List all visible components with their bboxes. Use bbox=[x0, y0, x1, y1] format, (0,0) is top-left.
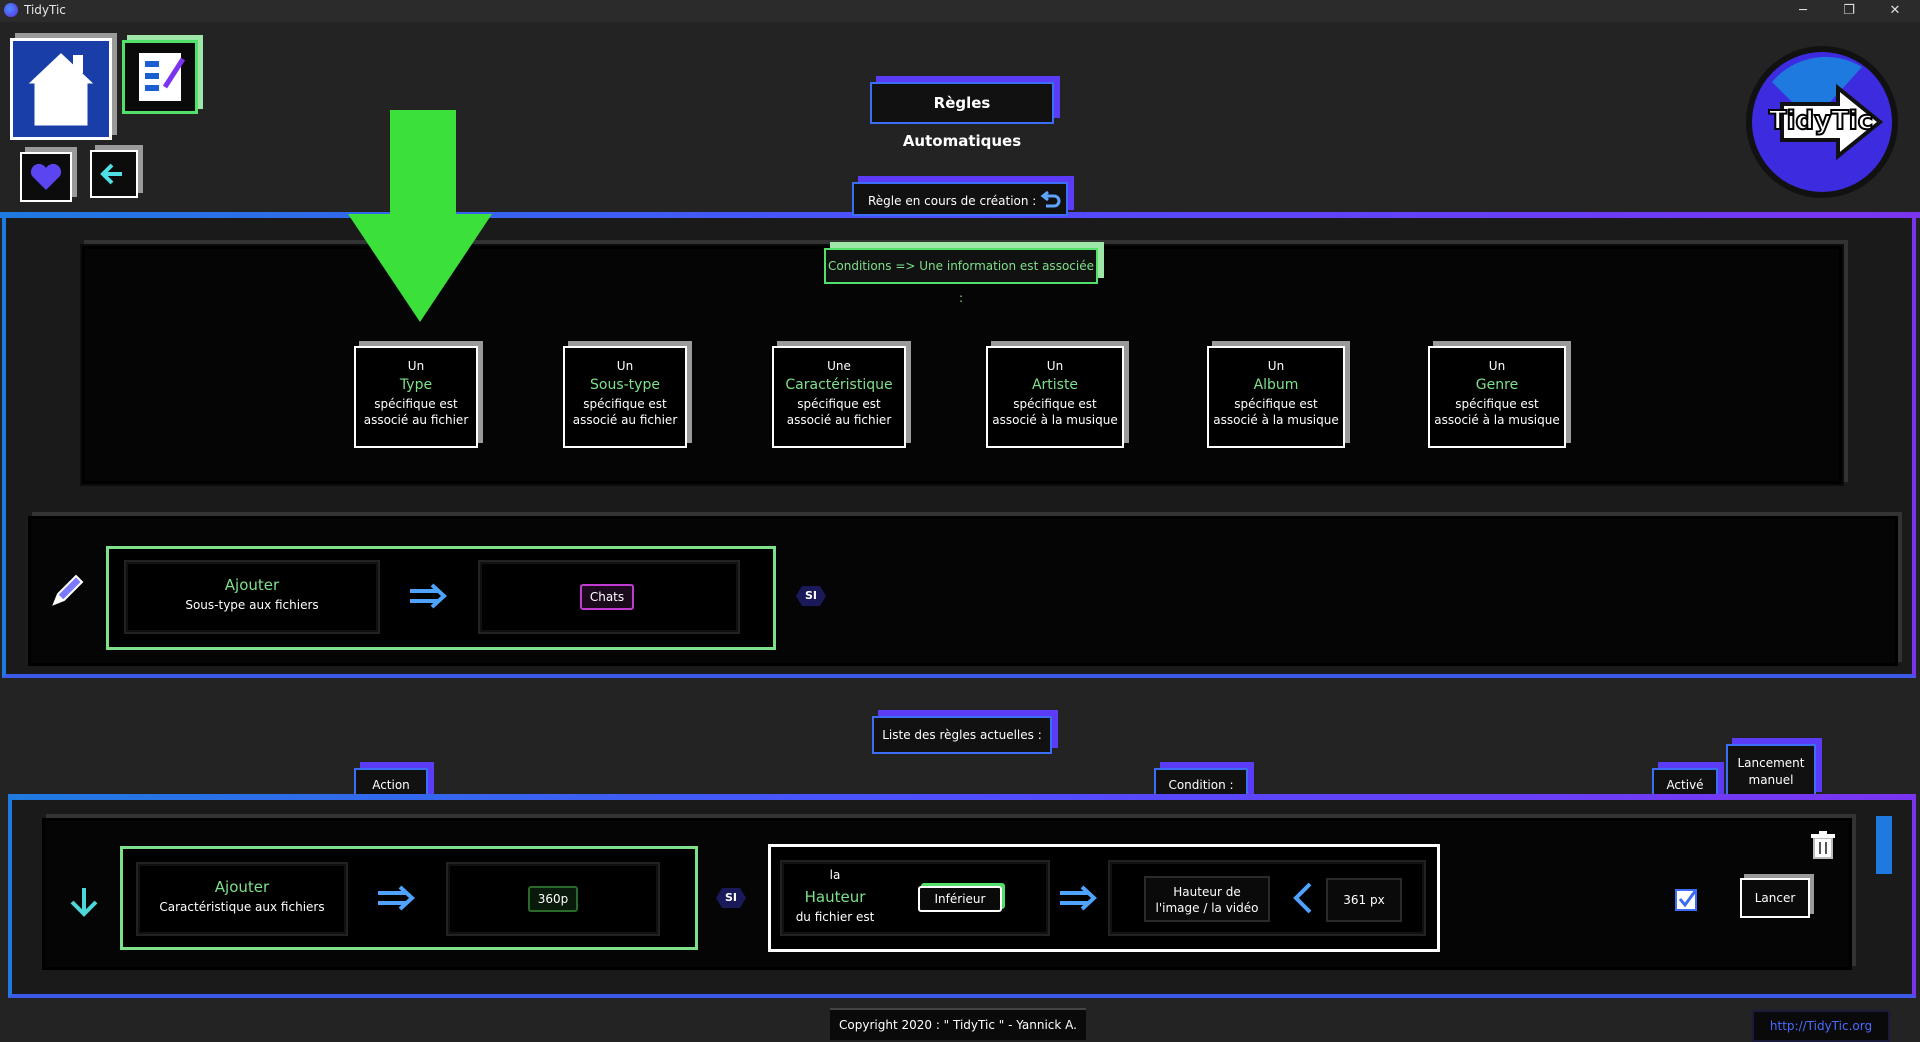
scrollbar-thumb[interactable] bbox=[1876, 816, 1892, 874]
trash-icon[interactable] bbox=[1808, 830, 1838, 862]
cond-line1: la bbox=[829, 868, 841, 882]
cond-line3: du fichier est bbox=[795, 910, 875, 924]
rules-panel-border bbox=[8, 794, 1916, 800]
field-line1: Hauteur de bbox=[1173, 885, 1241, 899]
operator-select[interactable]: Inférieur bbox=[918, 886, 1002, 912]
launch-button[interactable]: Lancer bbox=[1740, 878, 1810, 918]
condition-tile-genre[interactable]: Un Genre spécifique est associé à la mus… bbox=[1428, 346, 1566, 448]
window-title: TidyTic bbox=[24, 3, 66, 17]
edit-document-icon bbox=[139, 53, 186, 101]
conditions-title: Conditions => Une information est associ… bbox=[824, 248, 1098, 305]
tile-prefix: Un bbox=[1046, 359, 1064, 373]
tile-line1: spécifique est bbox=[1234, 397, 1318, 411]
logo-text: TidyTic bbox=[1768, 105, 1874, 137]
rule-action-value-box: 360p bbox=[446, 862, 660, 936]
tile-line1: spécifique est bbox=[797, 397, 881, 411]
rules-editor-button[interactable] bbox=[122, 40, 198, 114]
arrow-right-icon bbox=[1060, 885, 1097, 911]
arrow-right-icon bbox=[410, 583, 447, 609]
cond-word: Hauteur bbox=[804, 888, 866, 906]
header-manual-line2: manuel bbox=[1748, 773, 1794, 787]
tile-prefix: Un bbox=[616, 359, 634, 373]
action-verb: Ajouter bbox=[224, 576, 280, 594]
heart-icon bbox=[30, 163, 62, 190]
tile-line2: associé à la musique bbox=[1213, 413, 1339, 427]
restore-button[interactable]: ❐ bbox=[1843, 3, 1855, 18]
tidytic-logo: TidyTic bbox=[1742, 42, 1900, 202]
tile-prefix: Un bbox=[1267, 359, 1285, 373]
favorites-button[interactable] bbox=[20, 152, 72, 202]
page-title: Règles Automatiques bbox=[870, 82, 1054, 150]
less-than-icon bbox=[1293, 882, 1312, 914]
condition-tile-type[interactable]: Un Type spécifique est associé au fichie… bbox=[354, 346, 478, 448]
rule-value-chip: 360p bbox=[528, 886, 578, 912]
copyright-text: Copyright 2020 : " TidyTic " - Yannick A… bbox=[830, 1008, 1086, 1040]
green-down-arrow-icon bbox=[348, 110, 492, 322]
field-line2: l'image / la vidéo bbox=[1155, 901, 1259, 915]
tile-word: Sous-type bbox=[590, 377, 660, 393]
tile-line2: associé au fichier bbox=[363, 413, 469, 427]
arrow-down-icon[interactable] bbox=[66, 884, 102, 920]
tile-word: Type bbox=[399, 377, 433, 393]
si-badge: SI bbox=[796, 586, 826, 606]
tile-line2: associé à la musique bbox=[992, 413, 1118, 427]
logo-icon bbox=[1746, 46, 1898, 198]
undo-icon[interactable] bbox=[1038, 190, 1062, 212]
creation-title: Règle en cours de création : bbox=[852, 182, 1068, 216]
tile-line1: spécifique est bbox=[374, 397, 458, 411]
rule-condition-subject: la Hauteur du fichier est Inférieur bbox=[780, 860, 1050, 936]
comparison-value: 361 px bbox=[1326, 878, 1402, 922]
si-badge: SI bbox=[716, 888, 746, 908]
minimize-button[interactable]: ─ bbox=[1799, 3, 1807, 18]
arrow-right-icon bbox=[378, 885, 415, 911]
tile-word: Artiste bbox=[1031, 377, 1079, 393]
rule-action-verb: Ajouter bbox=[214, 878, 270, 896]
arrow-left-icon bbox=[100, 163, 122, 185]
pencil-icon[interactable] bbox=[48, 570, 88, 610]
home-icon bbox=[21, 48, 101, 129]
back-button[interactable] bbox=[90, 150, 138, 198]
tile-line2: associé à la musique bbox=[1434, 413, 1560, 427]
tile-line1: spécifique est bbox=[1013, 397, 1097, 411]
close-button[interactable]: ✕ bbox=[1889, 3, 1901, 18]
condition-tile-album[interactable]: Un Album spécifique est associé à la mus… bbox=[1207, 346, 1345, 448]
tile-prefix: Un bbox=[1488, 359, 1506, 373]
creation-action-verb-box[interactable]: Ajouter Sous-type aux fichiers bbox=[124, 560, 380, 634]
condition-tile-characteristic[interactable]: Une Caractéristique spécifique est assoc… bbox=[772, 346, 906, 448]
tile-prefix: Une bbox=[827, 359, 851, 373]
rule-action-target: Caractéristique aux fichiers bbox=[159, 900, 325, 914]
checkbox-checked-icon[interactable] bbox=[1674, 886, 1700, 912]
action-target: Sous-type aux fichiers bbox=[185, 598, 319, 612]
tile-word: Genre bbox=[1475, 377, 1519, 393]
app-icon bbox=[4, 3, 18, 17]
tile-word: Album bbox=[1253, 377, 1299, 393]
value-chip[interactable]: Chats bbox=[580, 584, 634, 610]
window-titlebar: TidyTic ─ ❐ ✕ bbox=[0, 0, 1920, 22]
tile-prefix: Un bbox=[407, 359, 425, 373]
creation-action-value-box: Chats bbox=[478, 560, 740, 634]
tile-line2: associé au fichier bbox=[572, 413, 678, 427]
rules-title: Liste des règles actuelles : bbox=[872, 716, 1052, 754]
creation-title-label: Règle en cours de création : bbox=[868, 194, 1037, 208]
condition-tile-subtype[interactable]: Un Sous-type spécifique est associé au f… bbox=[563, 346, 687, 448]
comparison-field: Hauteur de l'image / la vidéo bbox=[1144, 876, 1270, 922]
header-manual-launch: Lancement manuel bbox=[1726, 744, 1816, 798]
rule-condition-comparison: Hauteur de l'image / la vidéo 361 px bbox=[1108, 860, 1426, 936]
condition-tile-artist[interactable]: Un Artiste spécifique est associé à la m… bbox=[986, 346, 1124, 448]
rule-action-verb-box: Ajouter Caractéristique aux fichiers bbox=[136, 862, 348, 936]
home-button[interactable] bbox=[10, 38, 112, 140]
tile-line2: associé au fichier bbox=[786, 413, 892, 427]
tile-line1: spécifique est bbox=[1455, 397, 1539, 411]
header-manual-line1: Lancement bbox=[1737, 756, 1805, 770]
tile-line1: spécifique est bbox=[583, 397, 667, 411]
tile-word: Caractéristique bbox=[785, 377, 893, 393]
website-link[interactable]: http://TidyTic.org bbox=[1752, 1010, 1890, 1042]
